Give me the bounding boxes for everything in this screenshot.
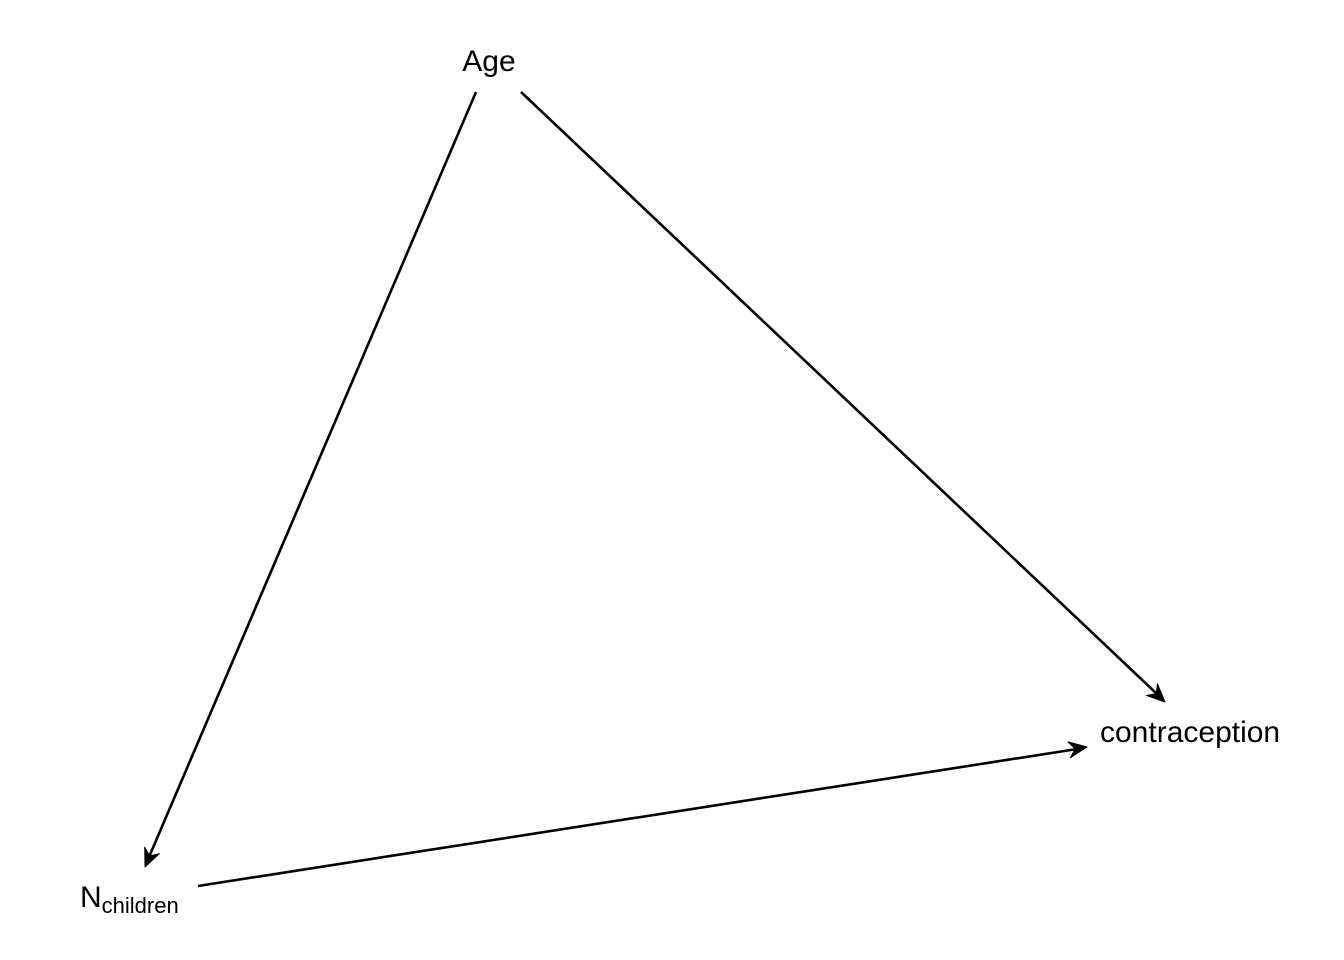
edge-age-to-nchildren: [144, 91, 478, 868]
node-n-children-subscript: children: [102, 893, 179, 918]
edge-line-age-contraception: [520, 91, 1158, 695]
arrowhead-age-nchildren: [144, 846, 160, 868]
edge-line-nchildren-contraception: [197, 747, 1078, 888]
node-contraception: contraception: [1100, 716, 1280, 749]
node-n-children-main: N: [80, 881, 102, 914]
arrowhead-nchildren-contraception: [1067, 741, 1088, 759]
node-age: Age: [462, 45, 515, 78]
arrowhead-age-contraception: [1145, 683, 1166, 703]
node-n-children: Nchildren: [80, 881, 179, 918]
edge-line-age-nchildren: [147, 91, 478, 858]
edge-nchildren-to-contraception: [197, 741, 1088, 888]
edge-age-to-contraception: [520, 91, 1166, 703]
